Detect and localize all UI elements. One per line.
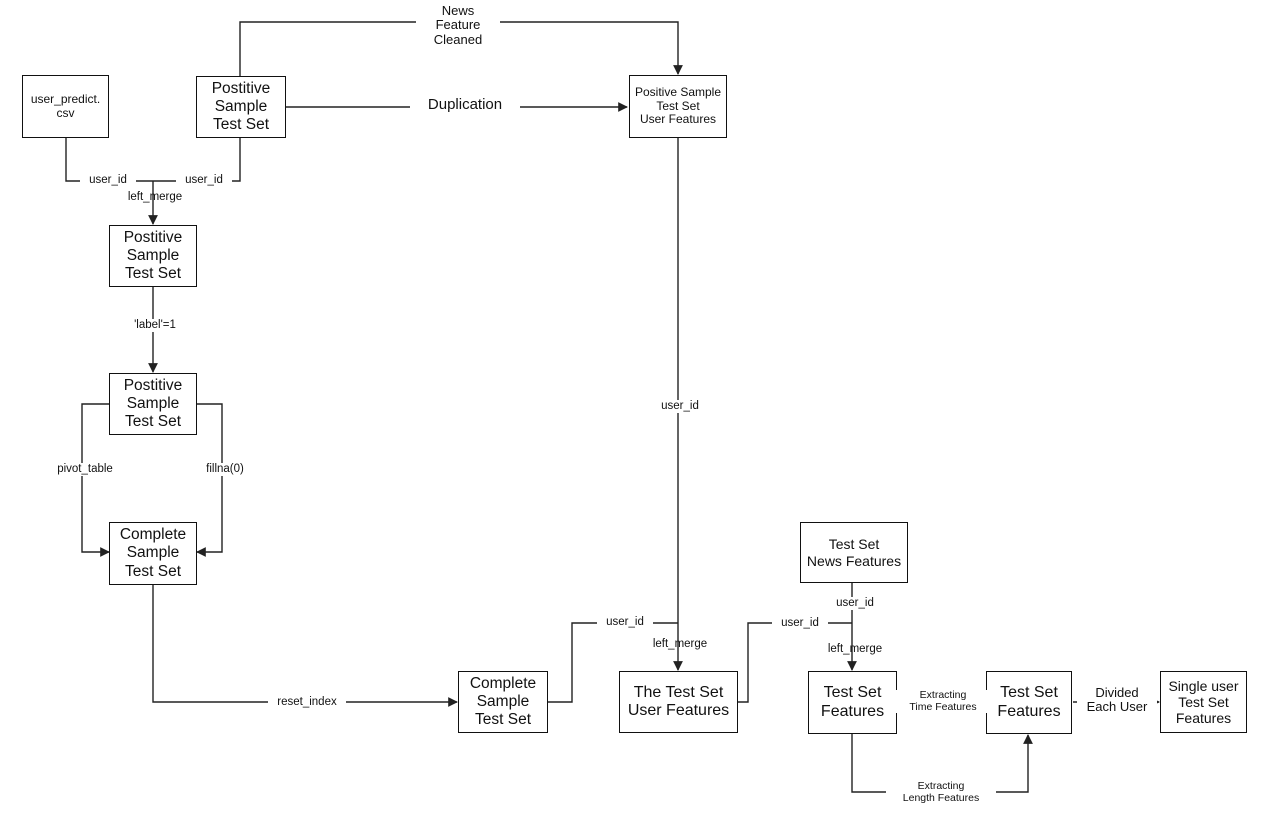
label-extracting-length-features: Extracting Length Features (886, 780, 996, 805)
label-user-id-long: user_id (652, 400, 708, 413)
label-duplication: Duplication (410, 96, 520, 114)
node-test-set-news-features: Test Set News Features (800, 522, 908, 583)
node-complete-sample-test-set-mid: Complete Sample Test Set (458, 671, 548, 733)
label-user-id-mid: user_id (597, 616, 653, 629)
label-extracting-time-features: Extracting Time Features (896, 689, 990, 714)
node-positive-sample-test-set-labeled: Postitive Sample Test Set (109, 373, 197, 435)
label-label-equals-1: 'label'=1 (120, 319, 190, 332)
label-user-id-news: user_id (828, 597, 882, 610)
label-news-feature-cleaned: News Feature Cleaned (416, 3, 500, 47)
label-left-merge-1: left_merge (127, 191, 183, 203)
label-user-id-feat: user_id (772, 617, 828, 630)
label-reset-index: reset_index (268, 696, 346, 709)
edge-reset-index (152, 585, 458, 707)
label-divided-each-user: Divided Each User (1077, 685, 1157, 715)
node-positive-sample-user-features: Positive Sample Test Set User Features (629, 75, 727, 138)
label-user-id-right: user_id (176, 174, 232, 187)
label-left-merge-2: left_merge (652, 638, 708, 650)
label-fillna: fillna(0) (195, 463, 255, 476)
node-positive-sample-test-set-merged: Postitive Sample Test Set (109, 225, 197, 287)
label-user-id-left: user_id (80, 174, 136, 187)
edge-fillna (196, 403, 223, 557)
node-user-predict-csv: user_predict. csv (22, 75, 109, 138)
edge-pivot-table (81, 403, 110, 557)
label-pivot-table: pivot_table (46, 463, 124, 476)
node-test-set-features-a: Test Set Features (808, 671, 897, 734)
node-positive-sample-test-set-top: Postitive Sample Test Set (196, 76, 286, 138)
node-test-set-features-b: Test Set Features (986, 671, 1072, 734)
node-complete-sample-test-set-left: Complete Sample Test Set (109, 522, 197, 585)
node-single-user-test-set-features: Single user Test Set Features (1160, 671, 1247, 733)
label-left-merge-3: left_merge (827, 643, 883, 655)
node-test-set-user-features: The Test Set User Features (619, 671, 738, 733)
